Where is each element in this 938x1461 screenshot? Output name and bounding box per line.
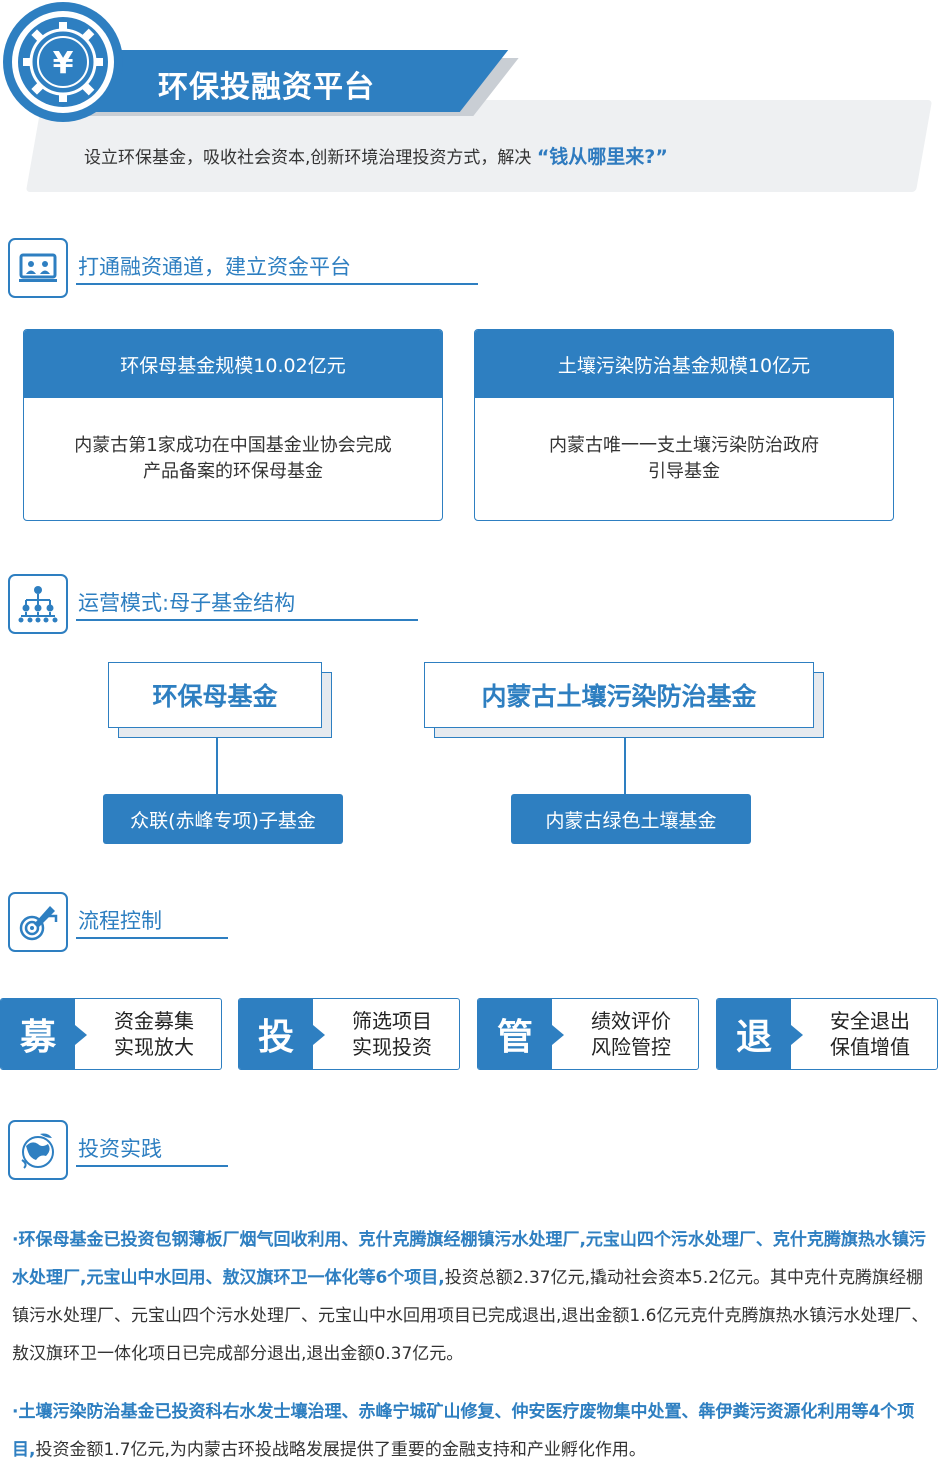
fund-card-body: 内蒙古唯一一支土壤污染防治政府 引导基金: [475, 398, 893, 520]
parent-fund-soil: 内蒙古土壤污染防治基金: [424, 662, 814, 728]
paragraph-text: 投资总额2.37亿元,撬动社会资本5.2亿元。其中克什克腾旗经棚镇污水处理厂、元…: [12, 1268, 929, 1364]
investment-paragraph-2: ·土壤污染防治基金已投资科右水发士壤治理、赤峰宁城矿山修复、仲安医疗废物集中处置…: [12, 1393, 932, 1461]
step-char: 管: [478, 999, 564, 1069]
fund-card-line: 引导基金: [648, 461, 720, 482]
parent-fund-label: 环保母基金: [152, 682, 278, 711]
connector-line: [216, 738, 218, 794]
step-line: 实现放大: [114, 1035, 194, 1059]
parent-fund-label: 内蒙古土壤污染防治基金: [481, 682, 757, 711]
section2-underline: [76, 619, 418, 621]
fund-card-line: 产品备案的环保母基金: [142, 461, 323, 482]
org-chart-icon: [18, 586, 58, 623]
step-line: 筛选项目: [352, 1009, 432, 1033]
globe-icon: [21, 1133, 54, 1169]
connector-line: [624, 738, 626, 794]
section3-underline: [76, 937, 228, 939]
step-line: 安全退出: [830, 1009, 910, 1033]
section4-title: 投资实践: [78, 1137, 162, 1161]
section1-title: 打通融资通道，建立资金平台: [78, 255, 351, 279]
section2-icon-frame: [8, 574, 68, 634]
fund-card-line: 内蒙古唯一一支土壤污染防治政府: [549, 435, 819, 456]
fund-card-head: 土壤污染防治基金规模10亿元: [475, 330, 893, 398]
step-line: 保值增值: [830, 1035, 910, 1059]
target-pen-icon: [19, 906, 58, 941]
investment-paragraph-1: ·环保母基金已投资包钢薄板厂烟气回收利用、克什克腾旗经棚镇污水处理厂,元宝山四个…: [12, 1221, 932, 1373]
fund-card-env-mother: 环保母基金规模10.02亿元 内蒙古第1家成功在中国基金业协会完成 产品备案的环…: [23, 329, 443, 521]
step-char: 退: [717, 999, 803, 1069]
step-text: 安全退出 保值增值: [803, 999, 937, 1069]
section4-underline: [76, 1165, 228, 1167]
step-line: 资金募集: [114, 1009, 194, 1033]
step-line: 绩效评价: [591, 1009, 671, 1033]
step-text: 绩效评价 风险管控: [564, 999, 698, 1069]
fund-card-body: 内蒙古第1家成功在中国基金业协会完成 产品备案的环保母基金: [24, 398, 442, 520]
step-char: 募: [1, 999, 87, 1069]
page-title: 环保投融资平台: [158, 70, 375, 105]
section4-icon-frame: [8, 1120, 68, 1180]
step-text: 资金募集 实现放大: [87, 999, 221, 1069]
section1-icon-frame: [8, 238, 68, 298]
process-step-raise: 募 资金募集 实现放大: [0, 998, 222, 1070]
section3-icon-frame: [8, 892, 68, 952]
process-step-invest: 投 筛选项目 实现投资: [238, 998, 460, 1070]
paragraph-highlight: ·土壤污染防治基金已投资科右水发士壤治理、赤峰宁城矿山修复、仲安医疗废物集中处置…: [12, 1402, 915, 1460]
step-line: 风险管控: [591, 1035, 671, 1059]
header-subtitle-text: 设立环保基金，吸收社会资本,创新环境治理投资方式，解决: [84, 148, 532, 168]
header-subtitle: 设立环保基金，吸收社会资本,创新环境治理投资方式，解决 “钱从哪里来?”: [84, 142, 668, 169]
logo-symbol: ¥: [53, 46, 74, 81]
step-char: 投: [239, 999, 325, 1069]
process-step-manage: 管 绩效评价 风险管控: [477, 998, 699, 1070]
paragraph-highlight: ·环保母基金已投资包钢薄板厂烟气回收利用、克什克腾旗经棚镇污水处理厂,元宝山四个…: [12, 1230, 926, 1288]
step-line: 实现投资: [352, 1035, 432, 1059]
fund-card-soil: 土壤污染防治基金规模10亿元 内蒙古唯一一支土壤污染防治政府 引导基金: [474, 329, 894, 521]
fund-card-line: 内蒙古第1家成功在中国基金业协会完成: [74, 435, 392, 456]
parent-fund-env-mother: 环保母基金: [108, 662, 322, 728]
step-text: 筛选项目 实现投资: [325, 999, 459, 1069]
header-quote: “钱从哪里来?”: [536, 146, 668, 168]
process-step-exit: 退 安全退出 保值增值: [716, 998, 938, 1070]
section2-title: 运营模式:母子基金结构: [78, 591, 296, 615]
yuan-gear-logo-icon: ¥: [3, 2, 123, 122]
fund-card-head: 环保母基金规模10.02亿元: [24, 330, 442, 398]
section3-title: 流程控制: [78, 909, 162, 933]
child-fund-green-soil: 内蒙古绿色土壤基金: [511, 794, 751, 844]
paragraph-text: 投资金额1.7亿元,为内蒙古环投战略发展提供了重要的金融支持和产业孵化作用。: [35, 1440, 646, 1460]
meeting-screen-icon: [19, 253, 57, 282]
child-fund-zhonglian: 众联(赤峰专项)子基金: [103, 794, 343, 844]
section1-underline: [76, 283, 478, 285]
